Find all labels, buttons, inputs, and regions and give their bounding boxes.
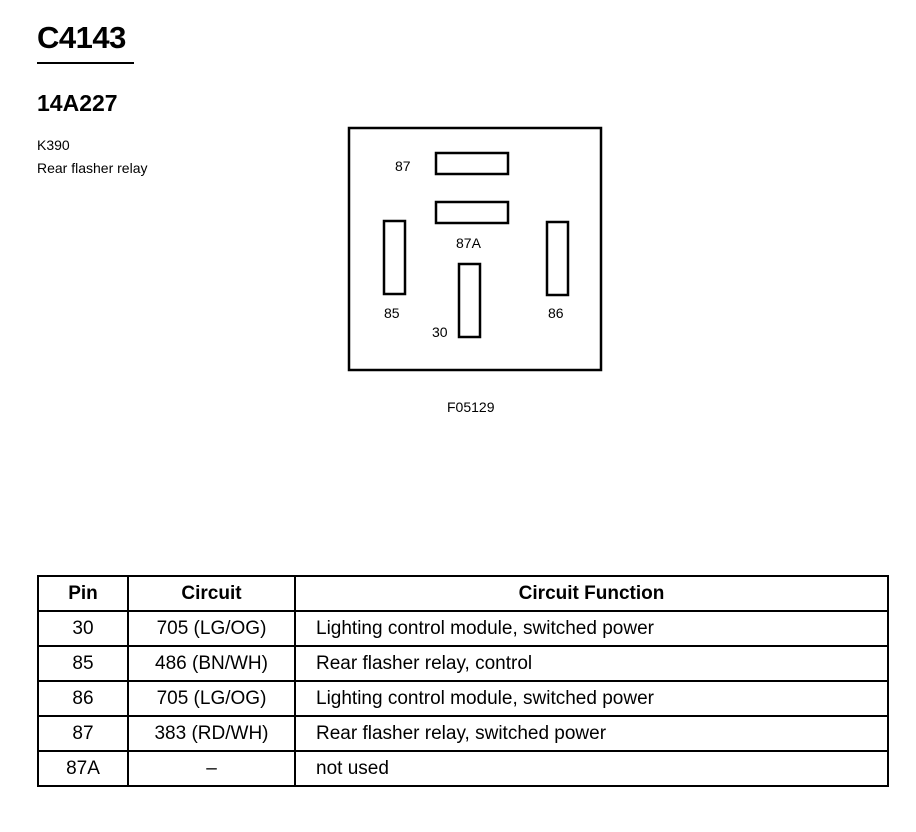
title-underline [37,62,134,64]
relay-connector-diagram: 87 87A 85 30 86 [347,126,603,372]
terminal-87 [434,151,510,176]
table-row: 30 705 (LG/OG) Lighting control module, … [37,610,889,647]
component-id: K390 [37,137,70,153]
terminal-86 [545,220,570,297]
terminal-87a [434,200,510,225]
table-row: 85 486 (BN/WH) Rear flasher relay, contr… [37,645,889,682]
part-number: 14A227 [37,90,118,116]
pin-label-86: 86 [548,305,564,321]
cell-circuit: 486 (BN/WH) [127,645,296,682]
cell-circuit: 705 (LG/OG) [127,680,296,717]
cell-pin: 85 [37,645,129,682]
header-pin: Pin [37,575,129,612]
table-row: 87A – not used [37,750,889,787]
terminal-85 [382,219,407,296]
header-circuit: Circuit [127,575,296,612]
cell-circuit: 383 (RD/WH) [127,715,296,752]
pin-label-30: 30 [432,324,448,340]
cell-pin: 86 [37,680,129,717]
cell-circuit: – [127,750,296,787]
connector-outline [347,126,603,372]
table-row: 87 383 (RD/WH) Rear flasher relay, switc… [37,715,889,752]
cell-function: Lighting control module, switched power [294,680,889,717]
pin-label-87a: 87A [456,235,482,251]
figure-code: F05129 [447,399,495,415]
pin-table: Pin Circuit Circuit Function 30 705 (LG/… [37,575,889,787]
cell-function: not used [294,750,889,787]
connector-id: C4143 [37,20,126,55]
table-row: 86 705 (LG/OG) Lighting control module, … [37,680,889,717]
header-circuit-function: Circuit Function [294,575,889,612]
table-header-row: Pin Circuit Circuit Function [37,575,889,612]
component-name: Rear flasher relay [37,160,148,176]
cell-function: Rear flasher relay, switched power [294,715,889,752]
cell-pin: 87 [37,715,129,752]
pin-label-87: 87 [395,158,411,174]
cell-function: Rear flasher relay, control [294,645,889,682]
cell-pin: 87A [37,750,129,787]
terminal-30 [457,262,482,339]
cell-function: Lighting control module, switched power [294,610,889,647]
cell-circuit: 705 (LG/OG) [127,610,296,647]
cell-pin: 30 [37,610,129,647]
pin-label-85: 85 [384,305,400,321]
